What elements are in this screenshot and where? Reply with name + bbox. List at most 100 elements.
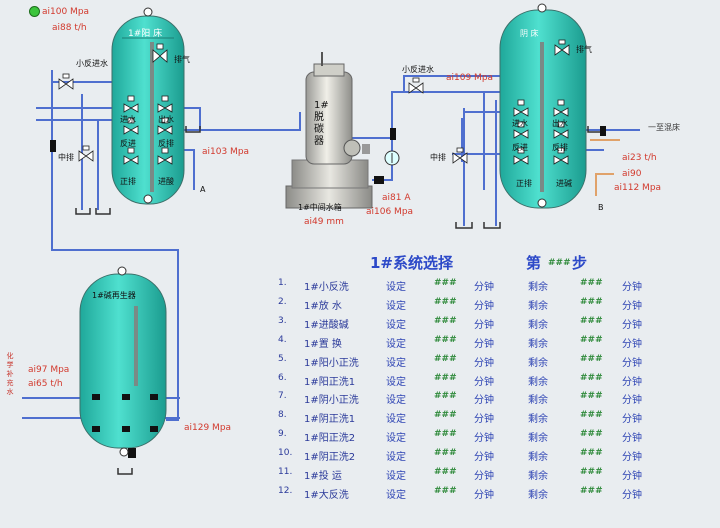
tank1-valve-3: 反进 [120, 139, 136, 148]
set-label: 设定 [386, 452, 406, 463]
step-number: 2. [278, 297, 287, 307]
pipe-network-orange [590, 139, 620, 196]
remain-label: 剩余 [528, 452, 548, 463]
valve-t2-exhaust [554, 39, 570, 56]
remain-label: 剩余 [528, 433, 548, 444]
tank1-small-backwash-label: 小反进水 [76, 59, 108, 68]
minute-label: 分钟 [474, 358, 494, 369]
valve-t1-exhaust [152, 43, 168, 63]
tank3-label: 1#碱再生器 [92, 291, 136, 300]
step-name: 1#放 水 [304, 301, 342, 312]
set-label: 设定 [386, 339, 406, 350]
set-label: 设定 [386, 471, 406, 482]
ai49-readout: ai49 mm [304, 217, 344, 227]
tank-1-cation-bed [111, 7, 185, 205]
ai112-readout: ai112 Mpa [614, 183, 662, 193]
set-value[interactable]: ### [434, 297, 457, 307]
set-label: 设定 [386, 490, 406, 501]
remain-value: ### [580, 297, 603, 307]
minute-label-2: 分钟 [622, 490, 642, 501]
minute-label: 分钟 [474, 301, 494, 312]
step-number: 9. [278, 429, 287, 439]
minute-label-2: 分钟 [622, 282, 642, 293]
step-name: 1#阴小正洗 [304, 395, 359, 406]
tank1-valve-4: 反排 [158, 139, 174, 148]
tank2-drain-tag: B [598, 203, 604, 212]
minute-label: 分钟 [474, 377, 494, 388]
makeup-water-label: 化学补充水 [6, 352, 14, 396]
ai106-readout: ai106 Mpa [366, 207, 414, 217]
step-number: 5. [278, 354, 287, 364]
set-value[interactable]: ### [434, 410, 457, 420]
minute-label: 分钟 [474, 282, 494, 293]
step-number: 11. [278, 467, 293, 477]
remain-value: ### [580, 373, 603, 383]
ai81-readout: ai81 A [382, 193, 411, 203]
set-value[interactable]: ### [434, 467, 457, 477]
step-name: 1#小反洗 [304, 282, 349, 293]
step-name: 1#阴正洗2 [304, 452, 356, 463]
drain-trays [75, 126, 603, 475]
step-name: 1#阳正洗2 [304, 433, 356, 444]
set-value[interactable]: ### [434, 354, 457, 364]
set-value[interactable]: ### [434, 429, 457, 439]
remain-value: ### [580, 316, 603, 326]
intermediate-tank-label: 1#中间水箱 [298, 203, 342, 212]
step-number: 4. [278, 335, 287, 345]
tank1-valve-1: 进水 [120, 115, 136, 124]
tank2-small-backwash-label: 小反进水 [402, 65, 434, 74]
tank1-drain-tag: A [200, 185, 206, 194]
minute-label-2: 分钟 [622, 414, 642, 425]
set-label: 设定 [386, 433, 406, 444]
minute-label: 分钟 [474, 414, 494, 425]
remain-label: 剩余 [528, 414, 548, 425]
minute-label-2: 分钟 [622, 395, 642, 406]
ai103-readout: ai103 Mpa [202, 147, 250, 157]
minute-label-2: 分钟 [622, 320, 642, 331]
set-value[interactable]: ### [434, 391, 457, 401]
tank1-valve-6: 进酸 [158, 177, 174, 186]
minute-label-2: 分钟 [622, 377, 642, 388]
valve-t3-bottom-circle [119, 447, 129, 457]
tank2-valve-2: 出水 [552, 119, 568, 128]
minute-label-2: 分钟 [622, 452, 642, 463]
remain-value: ### [580, 335, 603, 345]
set-value[interactable]: ### [434, 373, 457, 383]
valves [58, 39, 570, 165]
remain-label: 剩余 [528, 301, 548, 312]
minute-label-2: 分钟 [622, 471, 642, 482]
ai97-readout: ai97 Mpa [28, 365, 70, 375]
set-value[interactable]: ### [434, 448, 457, 458]
tank1-exhaust-label: 排气 [174, 55, 190, 64]
remain-value: ### [580, 448, 603, 458]
set-label: 设定 [386, 358, 406, 369]
remain-value: ### [580, 278, 603, 288]
ai90-readout: ai90 [622, 169, 642, 179]
remain-value: ### [580, 410, 603, 420]
set-label: 设定 [386, 377, 406, 388]
minute-label: 分钟 [474, 490, 494, 501]
valve-t1-middle [78, 145, 94, 162]
minute-label-2: 分钟 [622, 433, 642, 444]
set-value[interactable]: ### [434, 316, 457, 326]
step-name: 1#阴正洗1 [304, 414, 356, 425]
ai109-readout: ai109 Mpa [446, 73, 494, 83]
remain-label: 剩余 [528, 339, 548, 350]
minute-label-2: 分钟 [622, 339, 642, 350]
minute-label: 分钟 [474, 433, 494, 444]
set-label: 设定 [386, 395, 406, 406]
step-name: 1#大反洗 [304, 490, 349, 501]
tank2-label: 阴 床 [520, 29, 539, 38]
set-value[interactable]: ### [434, 486, 457, 496]
minute-label-2: 分钟 [622, 301, 642, 312]
step-name: 1#进酸碱 [304, 320, 349, 331]
set-value[interactable]: ### [434, 278, 457, 288]
step-name: 1#阳正洗1 [304, 377, 356, 388]
minute-label: 分钟 [474, 339, 494, 350]
remain-value: ### [580, 486, 603, 496]
tank2-valve-4: 反排 [552, 143, 568, 152]
remain-value: ### [580, 391, 603, 401]
set-value[interactable]: ### [434, 335, 457, 345]
step-name: 1#置 换 [304, 339, 342, 350]
ai65-readout: ai65 t/h [28, 379, 63, 389]
